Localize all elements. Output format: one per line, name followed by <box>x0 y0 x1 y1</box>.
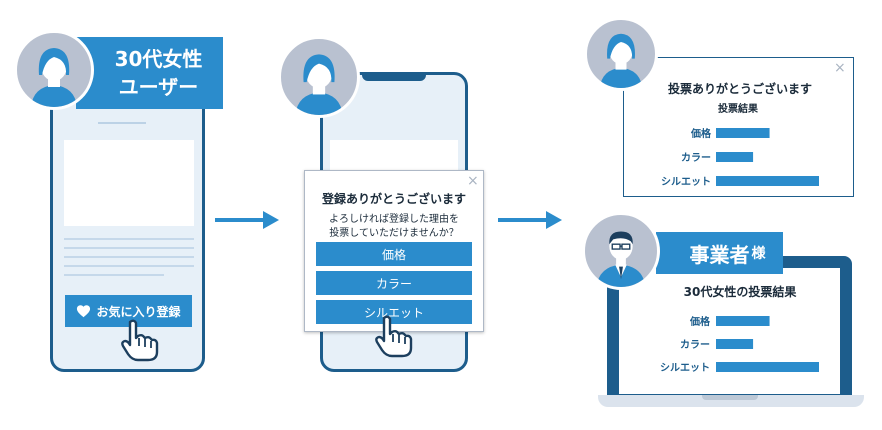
text-line <box>64 238 194 240</box>
arrow-right-icon <box>215 210 280 234</box>
bar-label: 価格 <box>689 315 711 328</box>
user-tag-line1: 30代女性 <box>114 47 203 71</box>
user-tag: 30代女性 ユーザー <box>76 37 223 109</box>
woman-icon <box>31 48 77 107</box>
vote-option-silhouette-button[interactable]: シルエット <box>316 300 472 324</box>
bar-label: カラー <box>680 339 710 351</box>
bar-label: 価格 <box>690 127 712 140</box>
text-line <box>64 247 194 249</box>
text-line <box>64 265 194 267</box>
businessman-icon <box>596 231 646 287</box>
female-user-avatar <box>584 17 658 91</box>
vote-option-price-button[interactable]: 価格 <box>316 242 472 266</box>
favorite-button-label: お気に入り登録 <box>96 304 181 319</box>
laptop-screen <box>619 268 840 394</box>
bar-label: シルエット <box>661 176 711 188</box>
arrow-right-icon <box>498 210 563 234</box>
pointer-hand-icon <box>118 318 160 366</box>
bar <box>716 176 819 186</box>
bar-label: シルエット <box>660 362 710 374</box>
user-tag-line2: ユーザー <box>118 75 199 99</box>
vote-popup-title: 登録ありがとうございます <box>321 192 466 206</box>
businessman-avatar <box>582 212 660 290</box>
female-user-avatar <box>14 30 94 110</box>
pointer-hand-icon <box>372 314 414 362</box>
bar-label: カラー <box>681 152 711 164</box>
laptop-base <box>598 395 864 407</box>
bar <box>716 339 754 349</box>
business-tag-main: 事業者 <box>689 242 750 267</box>
laptop-chart-title: 30代女性の投票結果 <box>683 285 797 299</box>
result-popup <box>623 57 854 197</box>
result-popup-title: 投票ありがとうございます <box>667 82 812 96</box>
result-popup-subtitle: 投票結果 <box>718 102 759 115</box>
female-user-avatar <box>278 36 360 118</box>
content-image-placeholder <box>64 140 194 226</box>
bar <box>716 152 754 162</box>
heart-icon <box>76 304 91 318</box>
text-line <box>64 274 164 276</box>
business-tag-suffix: 様 <box>751 246 766 262</box>
woman-icon <box>295 54 343 115</box>
close-icon[interactable]: × <box>834 60 846 76</box>
vote-option-color-button[interactable]: カラー <box>316 271 472 295</box>
business-tag: 事業者様 <box>656 232 783 274</box>
bar <box>716 316 770 326</box>
text-line <box>64 256 194 258</box>
favorite-button[interactable]: お気に入り登録 <box>65 295 192 327</box>
bar <box>716 128 770 138</box>
phone-notch <box>362 72 426 81</box>
woman-icon <box>599 33 643 88</box>
bar <box>716 362 819 372</box>
vote-popup-message-line2: 投票していただけませんか？ <box>329 228 459 239</box>
laptop-notch <box>702 395 758 400</box>
vote-popup-message-line1: よろしければ登録した理由を <box>329 214 459 225</box>
close-icon[interactable]: × <box>467 173 479 189</box>
phone-speaker <box>98 122 146 124</box>
